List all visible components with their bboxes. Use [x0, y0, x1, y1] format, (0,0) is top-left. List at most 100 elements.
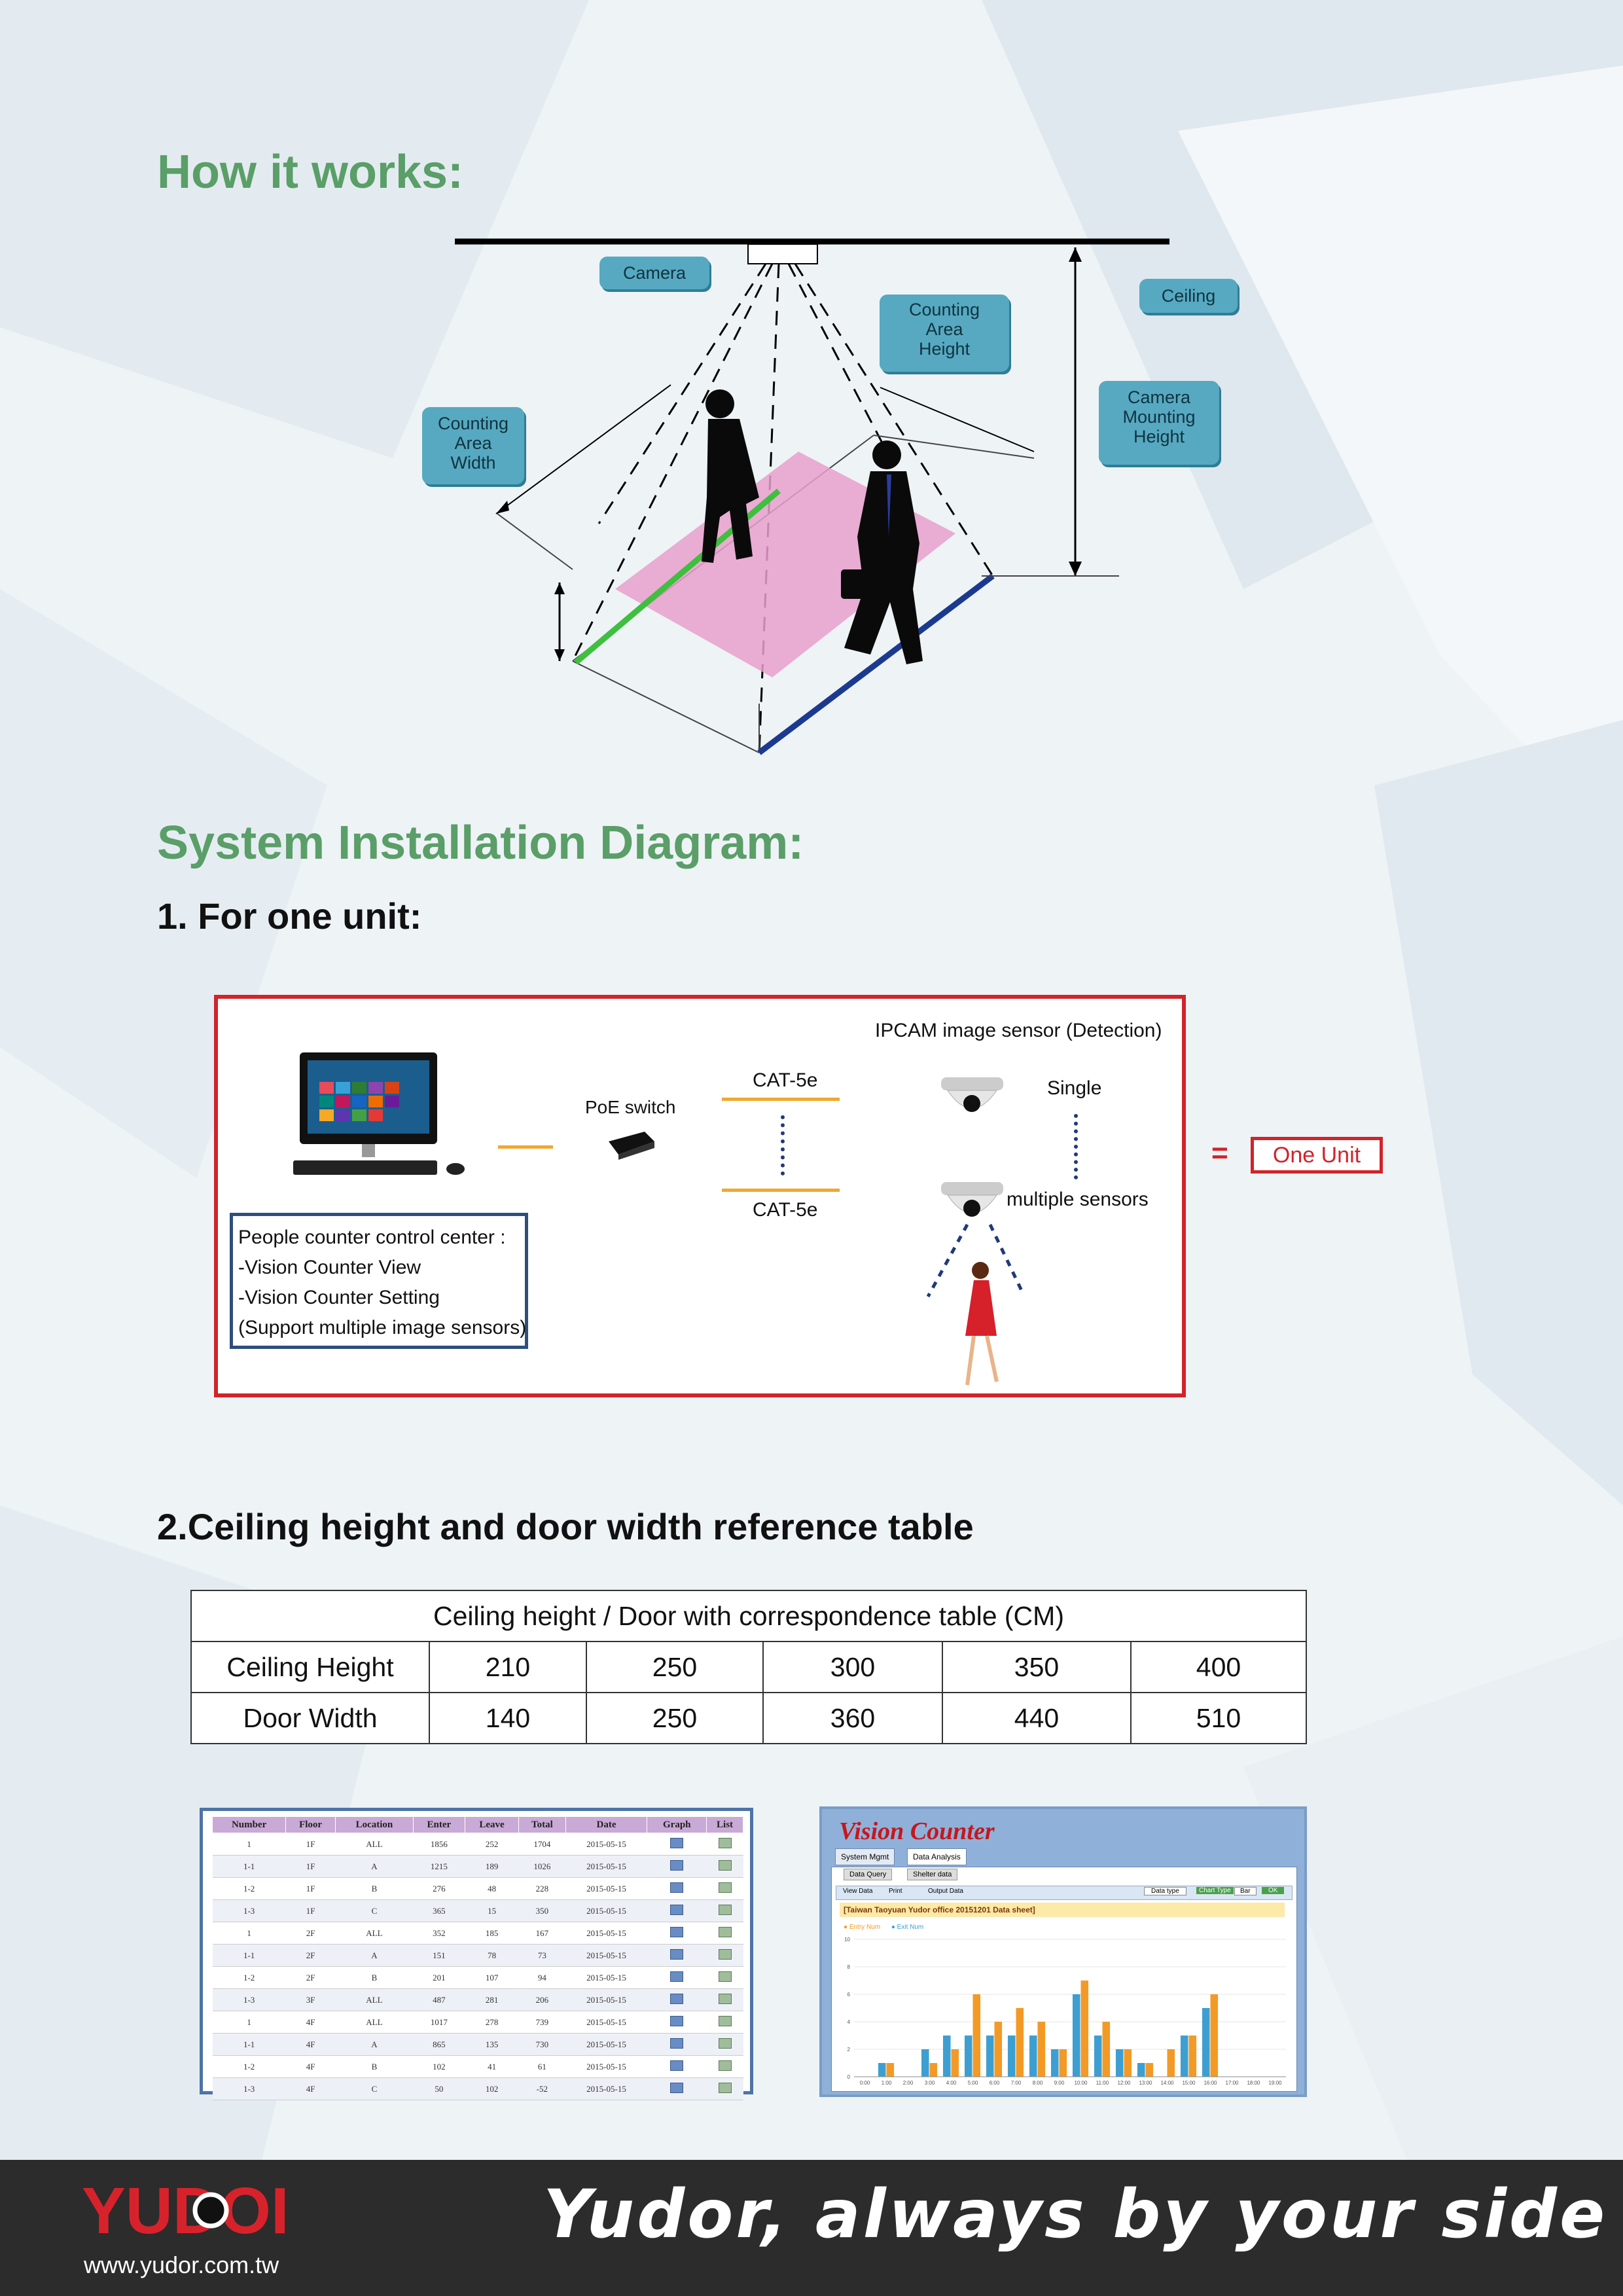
report-cell: A — [335, 1944, 414, 1967]
graph-cell[interactable] — [647, 2033, 707, 2056]
list-icon[interactable] — [718, 1882, 732, 1893]
list-icon[interactable] — [718, 1837, 732, 1848]
camera-label: Camera — [599, 257, 709, 289]
computer-icon — [293, 1052, 465, 1175]
graph-cell[interactable] — [647, 2055, 707, 2078]
x-tick-label: 10:00 — [1074, 2080, 1088, 2086]
data-type-select[interactable]: Data type — [1144, 1887, 1186, 1895]
list-cell[interactable] — [706, 2077, 743, 2100]
x-tick-label: 15:00 — [1182, 2080, 1196, 2086]
graph-cell[interactable] — [647, 1833, 707, 1856]
report-cell: C — [335, 1899, 414, 1922]
list-icon[interactable] — [718, 2082, 732, 2093]
list-cell[interactable] — [706, 1877, 743, 1900]
x-tick-label: 4:00 — [946, 2080, 957, 2086]
report-cell: 2015-05-15 — [565, 2077, 647, 2100]
graph-cell[interactable] — [647, 1877, 707, 1900]
list-cell[interactable] — [706, 2055, 743, 2078]
graph-cell[interactable] — [647, 1966, 707, 1989]
bar-entry — [1080, 1981, 1089, 2077]
report-cell: 102 — [465, 2077, 519, 2100]
orange-link-top — [722, 1098, 840, 1101]
view-data-button[interactable]: View Data — [843, 1888, 873, 1895]
report-cell: 3F — [285, 1988, 336, 2011]
report-header-cell: Graph — [647, 1816, 707, 1833]
report-cell: 201 — [413, 1966, 465, 1989]
tab-system-mgmt[interactable]: System Mgmt — [835, 1848, 895, 1865]
report-cell: 41 — [465, 2055, 519, 2078]
subtab-shelter-data[interactable]: Shelter data — [907, 1869, 958, 1880]
list-icon[interactable] — [718, 1904, 732, 1915]
list-cell[interactable] — [706, 1922, 743, 1945]
list-cell[interactable] — [706, 1988, 743, 2011]
report-cell: 487 — [413, 1988, 465, 2011]
subtab-data-query[interactable]: Data Query — [844, 1869, 893, 1880]
bar-exit — [1050, 2049, 1059, 2077]
list-icon[interactable] — [718, 2060, 732, 2071]
list-cell[interactable] — [706, 1899, 743, 1922]
x-tick-label: 0:00 — [860, 2080, 870, 2086]
graph-icon[interactable] — [670, 2060, 684, 2071]
report-cell: 1F — [285, 1877, 336, 1900]
graph-icon[interactable] — [670, 2082, 684, 2093]
list-icon[interactable] — [718, 1993, 732, 2004]
ok-button[interactable]: OK — [1262, 1887, 1285, 1894]
graph-cell[interactable] — [647, 1922, 707, 1945]
graph-icon[interactable] — [670, 1948, 684, 1960]
graph-icon[interactable] — [670, 1993, 684, 2004]
list-icon[interactable] — [718, 1859, 732, 1871]
list-icon[interactable] — [718, 1926, 732, 1937]
graph-icon[interactable] — [670, 1837, 684, 1848]
report-cell: 276 — [413, 1877, 465, 1900]
y-tick-label: 10 — [844, 1937, 850, 1943]
vision-counter-screenshot: Vision Counter System Mgmt Data Analysis… — [819, 1806, 1307, 2097]
graph-cell[interactable] — [647, 2011, 707, 2034]
chart-type-select[interactable]: Bar — [1234, 1887, 1257, 1895]
graph-cell[interactable] — [647, 1899, 707, 1922]
bar-entry — [1124, 2049, 1132, 2077]
cat5e-bottom-label: CAT-5e — [753, 1199, 818, 1221]
website-url[interactable]: www.yudor.com.tw — [84, 2251, 279, 2278]
report-cell: 1-3 — [212, 2077, 286, 2100]
graph-icon[interactable] — [670, 2015, 684, 2026]
report-cell: 2015-05-15 — [565, 1944, 647, 1967]
list-cell[interactable] — [706, 1966, 743, 1989]
print-button[interactable]: Print — [889, 1888, 902, 1895]
output-data-button[interactable]: Output Data — [928, 1888, 963, 1895]
list-icon[interactable] — [718, 2015, 732, 2026]
graph-cell[interactable] — [647, 1855, 707, 1878]
graph-icon[interactable] — [670, 1971, 684, 1982]
graph-icon[interactable] — [670, 1859, 684, 1871]
graph-icon[interactable] — [670, 2037, 684, 2049]
graph-icon[interactable] — [670, 1904, 684, 1915]
x-tick-label: 5:00 — [968, 2080, 978, 2086]
report-cell: 252 — [465, 1833, 519, 1856]
chart-type-label: Chart Type — [1196, 1887, 1234, 1894]
graph-cell[interactable] — [647, 1944, 707, 1967]
tab-data-analysis[interactable]: Data Analysis — [907, 1848, 967, 1865]
list-icon[interactable] — [718, 1971, 732, 1982]
report-cell: 189 — [465, 1855, 519, 1878]
list-cell[interactable] — [706, 1855, 743, 1878]
x-tick-label: 16:00 — [1204, 2080, 1217, 2086]
graph-icon[interactable] — [670, 1882, 684, 1893]
list-cell[interactable] — [706, 1833, 743, 1856]
list-cell[interactable] — [706, 1944, 743, 1967]
list-cell[interactable] — [706, 2011, 743, 2034]
graph-cell[interactable] — [647, 1988, 707, 2011]
report-cell: 1704 — [518, 1833, 566, 1856]
list-icon[interactable] — [718, 2037, 732, 2049]
report-cell: 50 — [413, 2077, 465, 2100]
report-cell: 350 — [518, 1899, 566, 1922]
report-cell: 1856 — [413, 1833, 465, 1856]
list-icon[interactable] — [718, 1948, 732, 1960]
graph-cell[interactable] — [647, 2077, 707, 2100]
graph-icon[interactable] — [670, 1926, 684, 1937]
list-cell[interactable] — [706, 2033, 743, 2056]
report-cell: 1215 — [413, 1855, 465, 1878]
